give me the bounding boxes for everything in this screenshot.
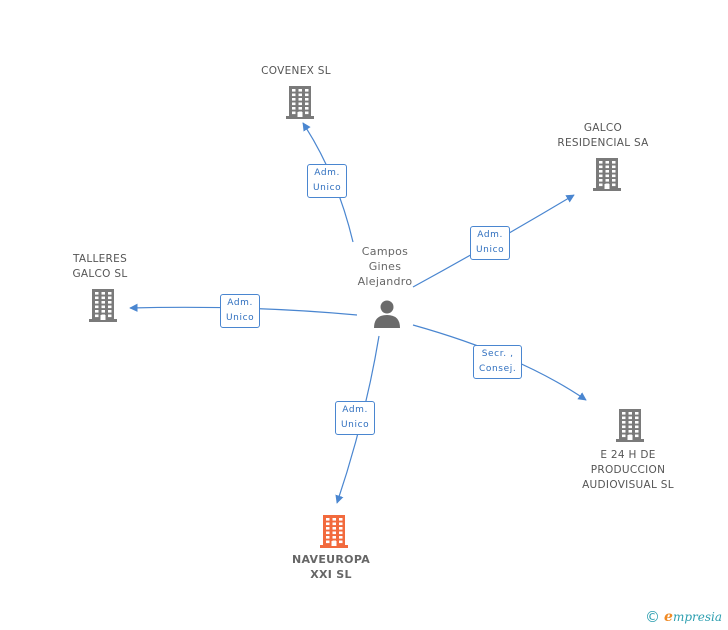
- brand-logo: empresia: [664, 608, 722, 625]
- building-icon[interactable]: [284, 85, 316, 119]
- company-name-line: TALLERES: [72, 253, 128, 265]
- role-line: Consej.: [479, 364, 517, 374]
- company-name-line: AUDIOVISUAL SL: [582, 479, 674, 491]
- role-line: Unico: [476, 245, 505, 255]
- role-line: Adm.: [477, 230, 503, 240]
- role-line: Unico: [313, 183, 342, 193]
- company-name-line: GALCO SL: [72, 268, 128, 280]
- edge-label-e24h[interactable]: Secr. , Consej.: [473, 345, 523, 379]
- person-name-line: Alejandro: [357, 275, 413, 288]
- brand-name: mpresia: [672, 609, 722, 624]
- company-name-line: PRODUCCION: [590, 464, 666, 476]
- company-label-naveuropa[interactable]: NAVEUROPA XXI SL: [271, 552, 391, 582]
- company-label-covenex[interactable]: COVENEX SL: [236, 64, 356, 79]
- brand-footer[interactable]: ©empresia: [645, 608, 722, 626]
- edge-label-talleres-galco[interactable]: Adm. Unico: [220, 294, 261, 328]
- company-label-galco-residencial[interactable]: GALCO RESIDENCIAL SA: [543, 121, 663, 151]
- role-line: Secr. ,: [481, 349, 514, 359]
- building-icon[interactable]: [614, 408, 646, 442]
- building-icon[interactable]: [87, 288, 119, 322]
- company-label-e24h[interactable]: E 24 H DE PRODUCCION AUDIOVISUAL SL: [568, 448, 688, 493]
- role-line: Adm.: [227, 298, 253, 308]
- person-name-line: Gines: [368, 260, 402, 273]
- brand-initial: e: [664, 608, 673, 625]
- person-name-line: Campos: [361, 245, 409, 258]
- role-line: Adm.: [342, 405, 368, 415]
- company-name-line: GALCO: [583, 122, 623, 134]
- company-name-line: E 24 H DE: [600, 449, 656, 461]
- copyright-icon: ©: [645, 608, 661, 626]
- company-name-line: NAVEUROPA: [291, 553, 371, 566]
- building-icon[interactable]: [591, 157, 623, 191]
- edge-label-galco-residencial[interactable]: Adm. Unico: [470, 226, 511, 260]
- person-icon[interactable]: [372, 299, 402, 329]
- role-line: Unico: [341, 420, 370, 430]
- company-label-talleres-galco[interactable]: TALLERES GALCO SL: [40, 252, 160, 282]
- company-name-line: RESIDENCIAL SA: [557, 137, 649, 149]
- company-name-line: COVENEX SL: [261, 65, 331, 77]
- role-line: Adm.: [314, 168, 340, 178]
- building-icon-highlighted[interactable]: [318, 514, 350, 548]
- person-name: Campos Gines Alejandro: [345, 244, 425, 289]
- edge-label-naveuropa[interactable]: Adm. Unico: [335, 401, 376, 435]
- role-line: Unico: [226, 313, 255, 323]
- edge-label-covenex[interactable]: Adm. Unico: [307, 164, 348, 198]
- company-name-line: XXI SL: [310, 568, 352, 581]
